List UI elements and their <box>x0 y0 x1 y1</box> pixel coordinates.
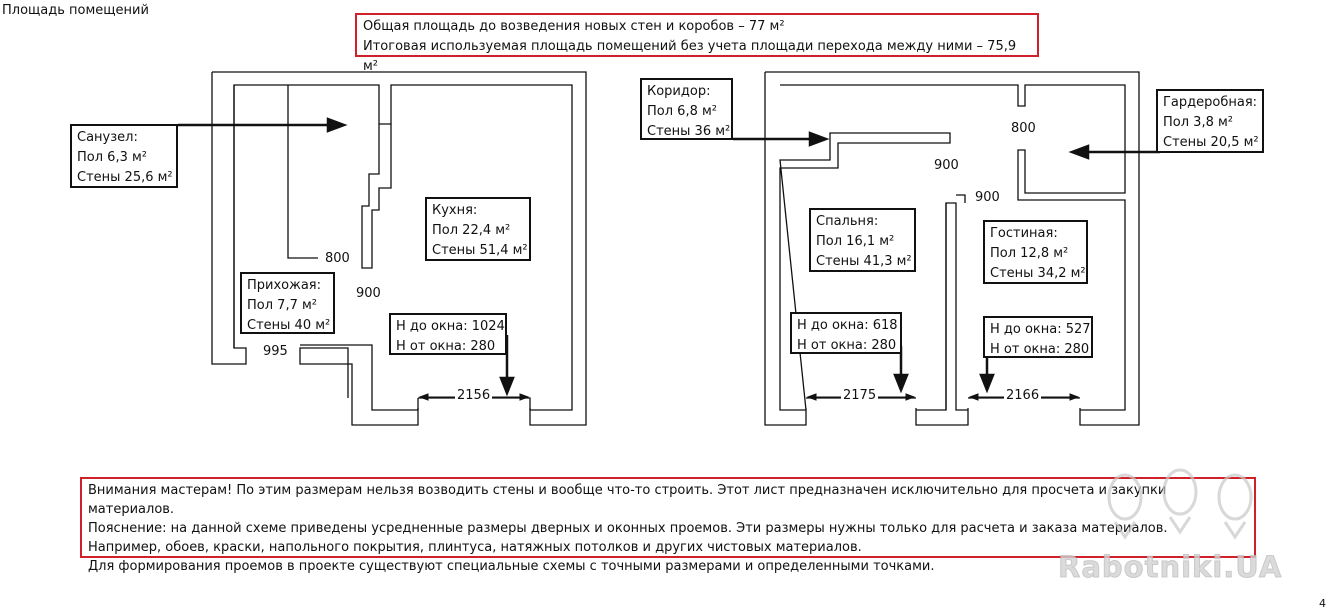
room-floor-area: Пол 3,8 м² <box>1163 115 1233 130</box>
room-floor-area: Пол 16,1 м² <box>816 234 895 249</box>
room-name: Санузел: <box>77 130 138 145</box>
left-plan-bath-wall <box>233 85 392 348</box>
arrowhead <box>808 131 830 147</box>
dim-window-bedroom: 2175 <box>841 388 879 403</box>
room-box-bathroom: Санузел: Пол 6,3 м² Стены 25,6 м² <box>70 124 178 188</box>
window-height-to: Н до окна: 618 <box>797 318 898 333</box>
room-box-hallway: Прихожая: Пол 7,7 м² Стены 40 м² <box>240 272 335 334</box>
room-wall-area: Стены 20,5 м² <box>1163 135 1259 150</box>
window-box-bedroom: Н до окна: 618 Н от окна: 280 <box>790 312 902 354</box>
room-name: Прихожая: <box>247 278 322 293</box>
room-box-bedroom: Спальня: Пол 16,1 м² Стены 41,3 м² <box>809 208 916 272</box>
warning-box: Внимания мастерам! По этим размерам нель… <box>80 477 1256 574</box>
window-box-kitchen: Н до окна: 1024 Н от окна: 280 <box>389 313 507 355</box>
room-name: Коридор: <box>647 84 711 99</box>
watermark-logo-icon <box>1107 468 1253 540</box>
arrowhead <box>905 393 916 401</box>
arrowhead <box>968 393 979 401</box>
room-box-corridor: Коридор: Пол 6,8 м² Стены 36 м² <box>640 78 733 140</box>
usable-area-line: Итоговая используемая площадь помещений … <box>363 39 1017 74</box>
room-name: Спальня: <box>816 214 879 229</box>
arrowhead <box>893 373 909 394</box>
room-name: Гостиная: <box>990 226 1058 241</box>
dim-door-900-left: 900 <box>356 286 381 301</box>
arrowhead <box>1068 144 1090 160</box>
room-floor-area: Пол 7,7 м² <box>247 298 317 313</box>
room-floor-area: Пол 6,3 м² <box>77 150 147 165</box>
watermark-text: Rabotniki.UA <box>1057 550 1283 585</box>
room-floor-area: Пол 12,8 м² <box>990 246 1069 261</box>
room-wall-area: Стены 36 м² <box>647 124 731 139</box>
warning-line-2: Пояснение: на данной схеме приведены уср… <box>88 521 1168 536</box>
page-title: Площадь помещений <box>2 3 149 18</box>
area-summary-box: Общая площадь до возведения новых стен и… <box>355 13 1039 74</box>
right-plan-inner-wall <box>945 194 966 410</box>
warning-line-1: Внимания мастерам! По этим размерам нель… <box>88 483 1167 517</box>
window-height-from: Н от окна: 280 <box>797 338 897 353</box>
arrowhead <box>806 393 817 401</box>
warning-line-4: Для формирования проемов в проекте сущес… <box>88 559 935 574</box>
window-height-from: Н от окна: 280 <box>396 339 496 354</box>
room-wall-area: Стены 40 м² <box>247 318 331 333</box>
dim-door-900-right-a: 900 <box>934 158 959 173</box>
arrowhead <box>979 373 995 394</box>
room-name: Кухня: <box>432 203 478 218</box>
right-plan-outer-wall <box>764 71 1140 426</box>
room-box-living: Гостиная: Пол 12,8 м² Стены 34,2 м² <box>983 220 1088 284</box>
room-wall-area: Стены 25,6 м² <box>77 170 173 185</box>
dim-window-kitchen: 2156 <box>455 388 493 403</box>
room-box-kitchen: Кухня: Пол 22,4 м² Стены 51,4 м² <box>425 197 531 261</box>
room-floor-area: Пол 6,8 м² <box>647 104 717 119</box>
dim-window-living: 2166 <box>1004 388 1042 403</box>
window-height-to: Н до окна: 1024 <box>396 319 505 334</box>
arrowhead <box>1069 393 1080 401</box>
total-area-line: Общая площадь до возведения новых стен и… <box>363 19 785 34</box>
room-wall-area: Стены 51,4 м² <box>432 243 528 258</box>
arrowhead <box>519 393 530 401</box>
window-box-living: Н до окна: 527 Н от окна: 280 <box>983 316 1093 358</box>
warning-line-3: Например, обоев, краски, напольного покр… <box>88 540 862 555</box>
dim-door-800-left: 800 <box>325 251 350 266</box>
room-box-wardrobe: Гардеробная: Пол 3,8 м² Стены 20,5 м² <box>1156 89 1264 153</box>
window-height-to: Н до окна: 527 <box>990 322 1091 337</box>
dim-door-800-right: 800 <box>1011 121 1036 136</box>
dim-door-995: 995 <box>263 344 288 359</box>
arrowhead <box>418 393 429 401</box>
room-wall-area: Стены 34,2 м² <box>990 266 1086 281</box>
room-name: Гардеробная: <box>1163 95 1258 110</box>
dim-door-900-right-b: 900 <box>975 190 1000 205</box>
window-height-from: Н от окна: 280 <box>990 342 1090 357</box>
room-wall-area: Стены 41,3 м² <box>816 254 912 269</box>
page-number: 4 <box>1319 597 1326 610</box>
arrowhead <box>326 117 348 133</box>
room-floor-area: Пол 22,4 м² <box>432 223 511 238</box>
arrowhead <box>499 376 515 397</box>
left-plan-outer-wall <box>211 71 587 426</box>
